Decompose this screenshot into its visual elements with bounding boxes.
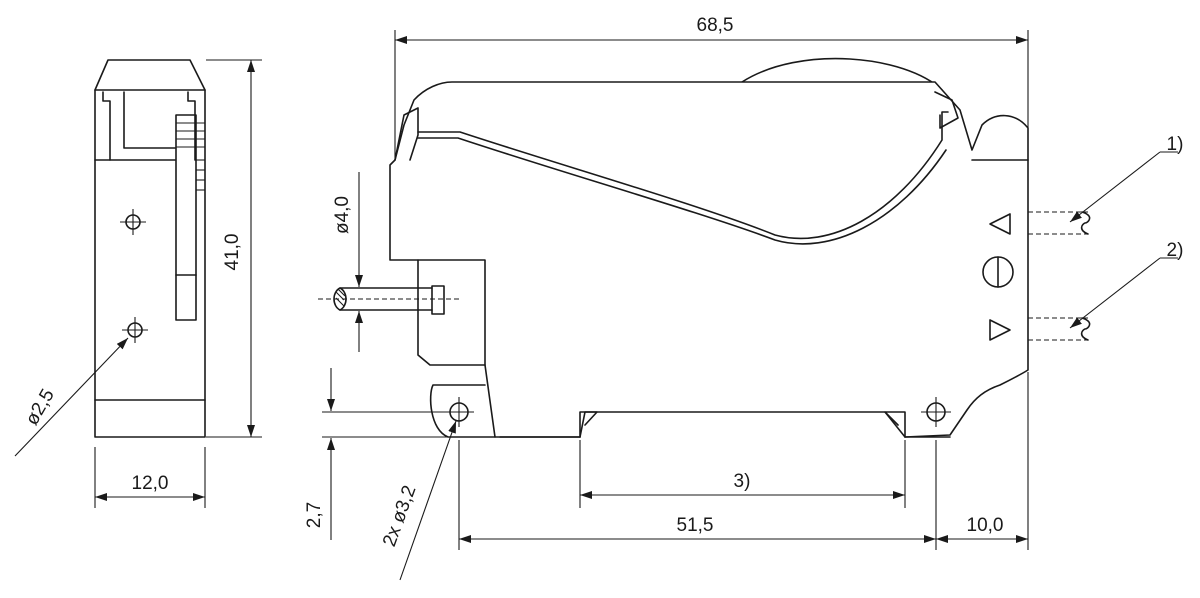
fiber-holder [417,259,486,366]
callout-2: 2) [1069,240,1184,329]
dim-side-hole-label: ø2,5 [22,386,59,429]
cover-latch-right [934,91,959,129]
callout-1-label: 1) [1167,134,1184,155]
side-view [94,59,206,438]
side-view-latch-inner [123,91,176,149]
dim-total-length: 68,5 [394,15,1029,160]
dim-width: 12,0 [94,447,206,508]
dim-mounting-distance: 51,5 [458,440,937,550]
dim-end-offset-label: 10,0 [967,515,1004,536]
side-hole-lower [122,317,148,343]
cover-edge [417,111,949,240]
side-view-switch-ridges [176,122,205,191]
dim-total-length-label: 68,5 [697,15,734,36]
dim-mounting-distance-label: 51,5 [677,515,714,536]
dim-width-label: 12,0 [132,473,169,494]
side-view-latch [102,91,111,161]
front-view [318,57,1091,438]
dim-base-height-label: 2,7 [304,502,325,528]
housing-outline [389,81,1029,438]
dim-mounting-holes: 2x ø3,2 [379,420,457,581]
dim-base-height: 2,7 [304,368,455,540]
dim-fiber-diameter-label: ø4,0 [332,196,353,234]
mount-hole-right [921,397,951,427]
fiber-port-2 [1028,317,1091,341]
dim-rail-width: 3) [579,440,906,508]
callout-2-label: 2) [1167,240,1184,261]
side-hole-upper [120,209,146,235]
dim-height: 41,0 [206,59,262,438]
fiber-cable [318,285,460,315]
dim-end-offset: 10,0 [936,372,1029,550]
triangle-right-icon [989,319,1011,341]
potentiometer-icon [982,256,1014,288]
mount-ear-left [429,384,496,438]
rail-groove-right [884,411,906,438]
rail-groove-left [579,411,598,438]
cover-latch-left [394,107,419,161]
callout-1: 1) [1069,134,1184,223]
callout-3-label: 3) [734,471,751,492]
dim-fiber-diameter: ø4,0 [332,172,363,352]
fiber-port-1 [1028,211,1091,235]
cover-edge-inner [417,137,947,245]
triangle-left-icon [989,213,1011,235]
side-view-outline [94,59,206,438]
side-view-switch-slot [175,114,197,321]
dim-height-label: 41,0 [222,234,243,271]
